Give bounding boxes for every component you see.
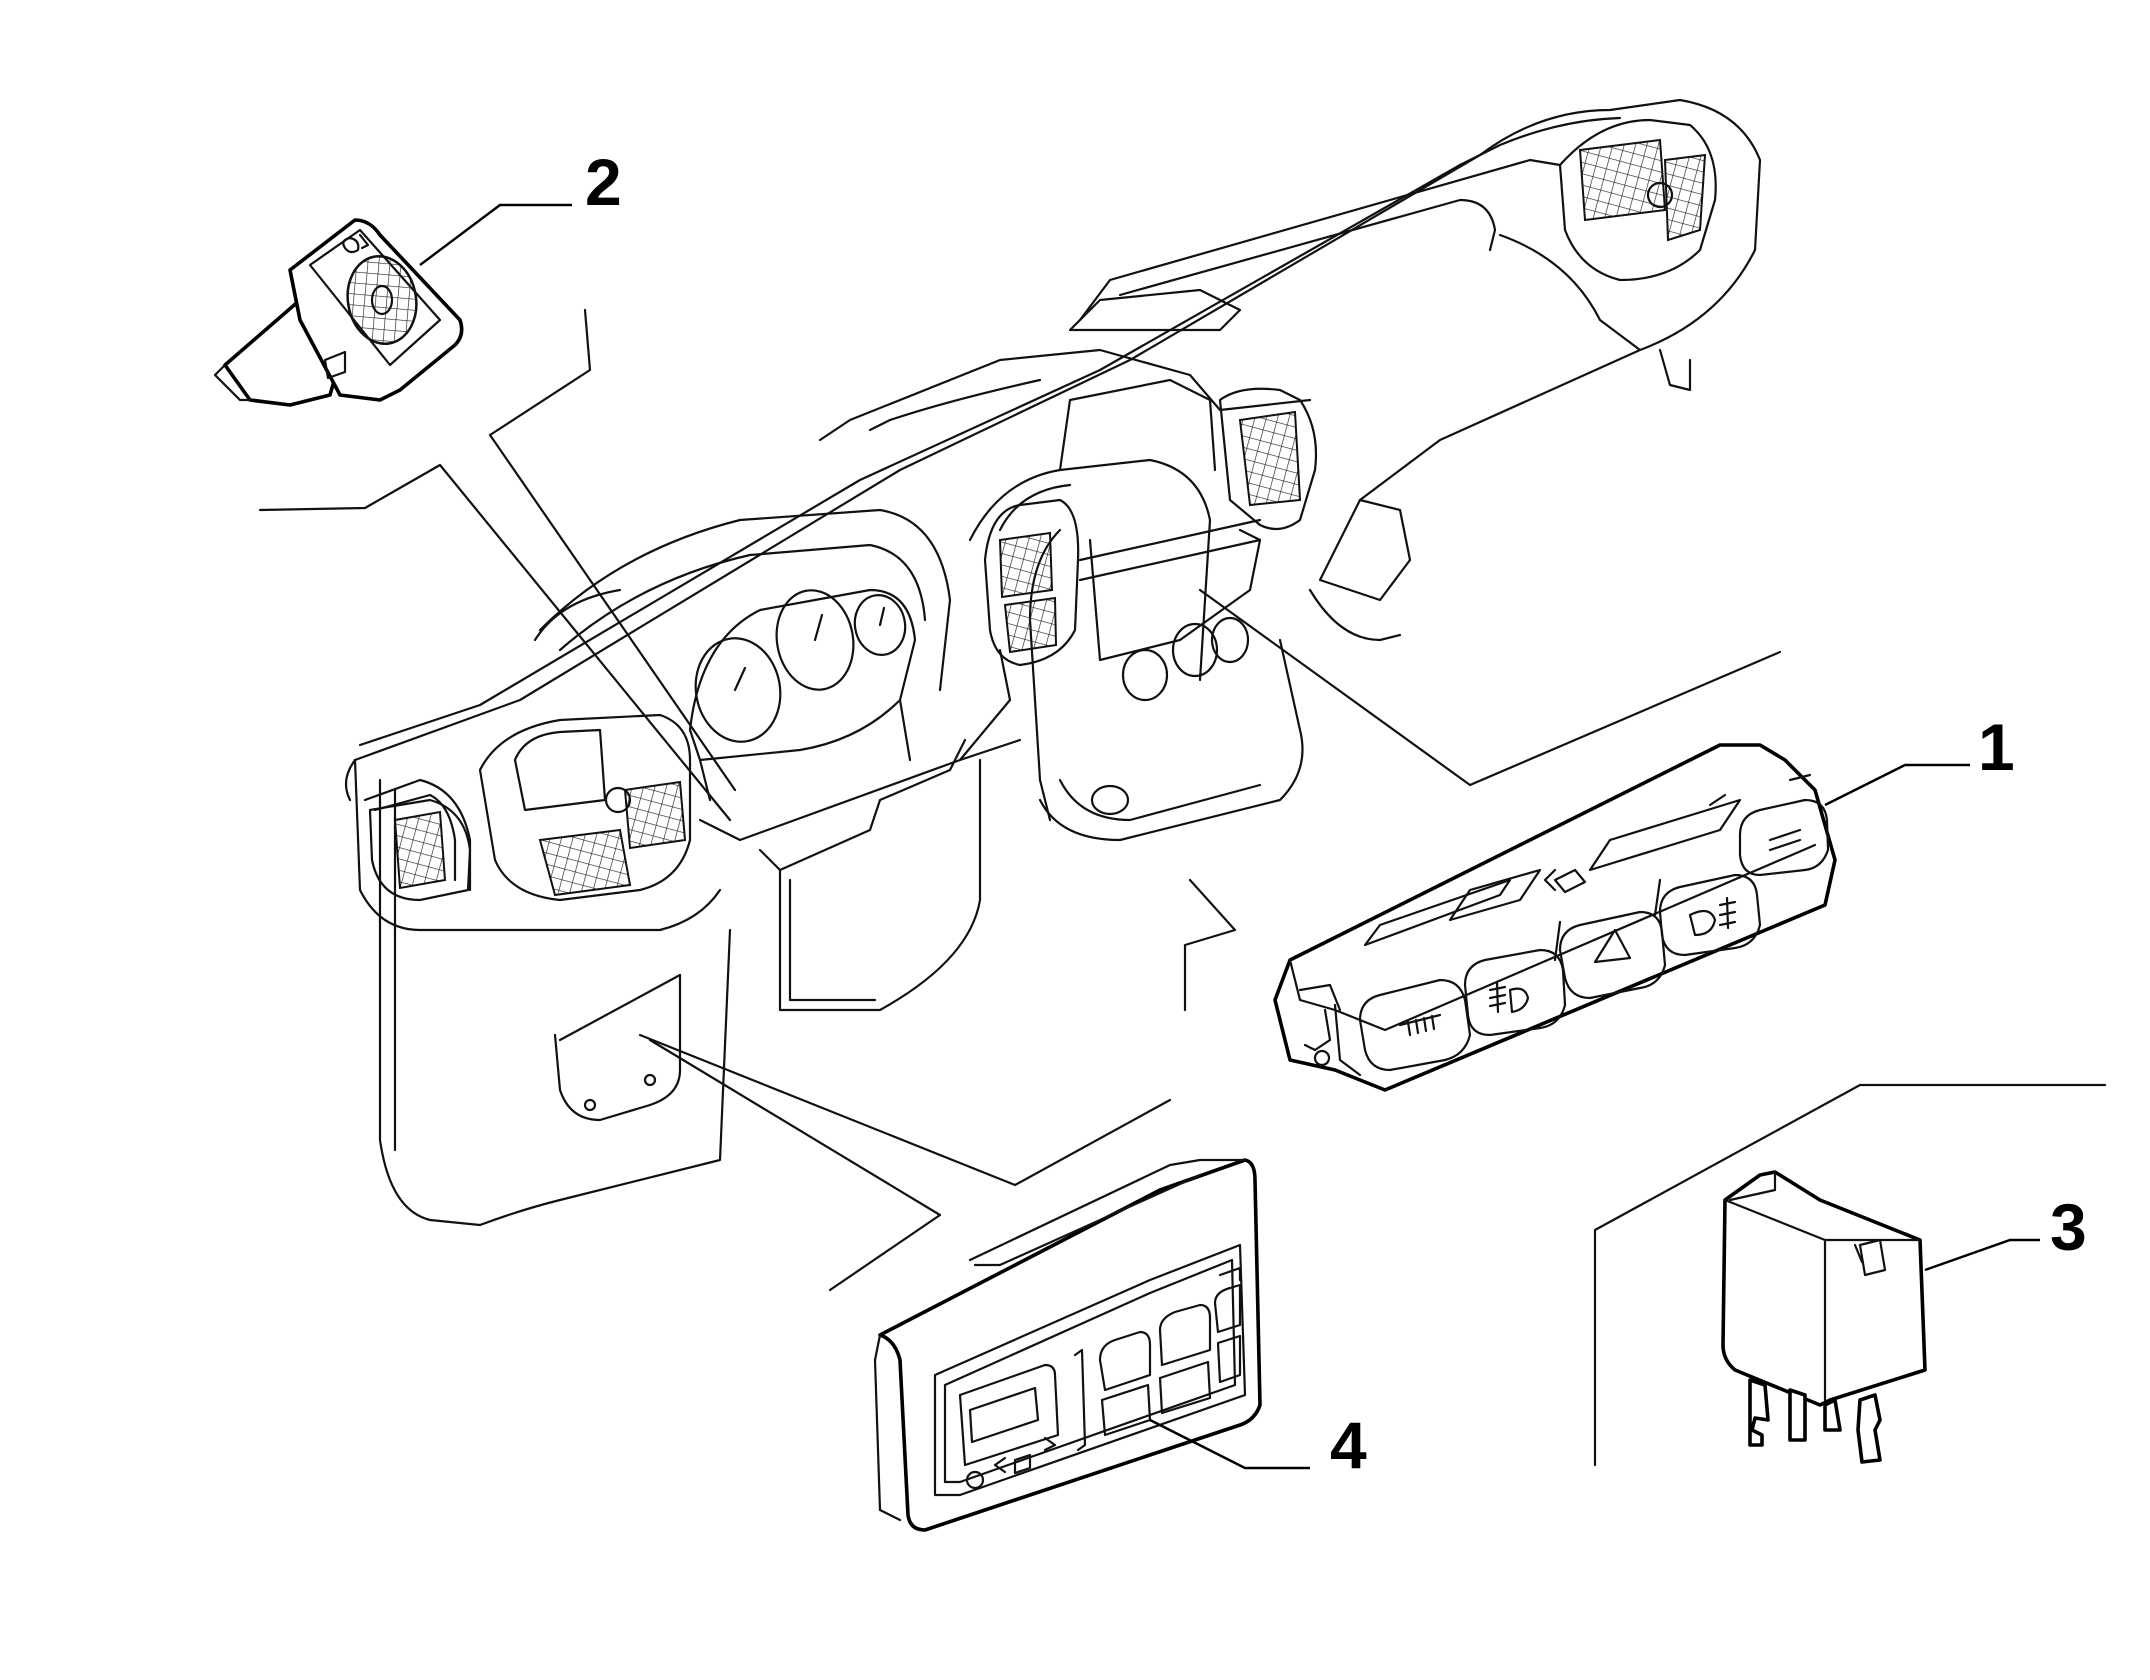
part-4-display-panel [873, 1158, 1262, 1532]
center-right-vent [1218, 387, 1318, 531]
callout-3: 3 [1924, 1190, 2087, 1272]
center-left-vent [983, 498, 1080, 667]
callout-label-4: 4 [1330, 1408, 1367, 1482]
part-2-rotary-switch [213, 218, 464, 407]
callout-2: 2 [419, 145, 622, 266]
dashboard-assembly [344, 98, 1762, 1227]
part-2-leaders [258, 308, 737, 822]
part-3-leaders [1593, 1083, 2107, 1467]
part-1-leaders [1183, 588, 1782, 1012]
callout-label-2: 2 [585, 145, 622, 219]
part-4-leaders [638, 1033, 1172, 1292]
callout-4: 4 [1149, 1408, 1367, 1482]
part-3-relay [1721, 1170, 1927, 1464]
callout-label-3: 3 [2050, 1190, 2087, 1264]
part-1-switch-panel [1273, 743, 1837, 1092]
callout-1: 1 [1824, 710, 2015, 807]
right-vent-assembly [1558, 118, 1717, 282]
left-vent-assembly [478, 713, 692, 902]
callout-label-1: 1 [1978, 710, 2015, 784]
left-side-vent [368, 798, 472, 902]
